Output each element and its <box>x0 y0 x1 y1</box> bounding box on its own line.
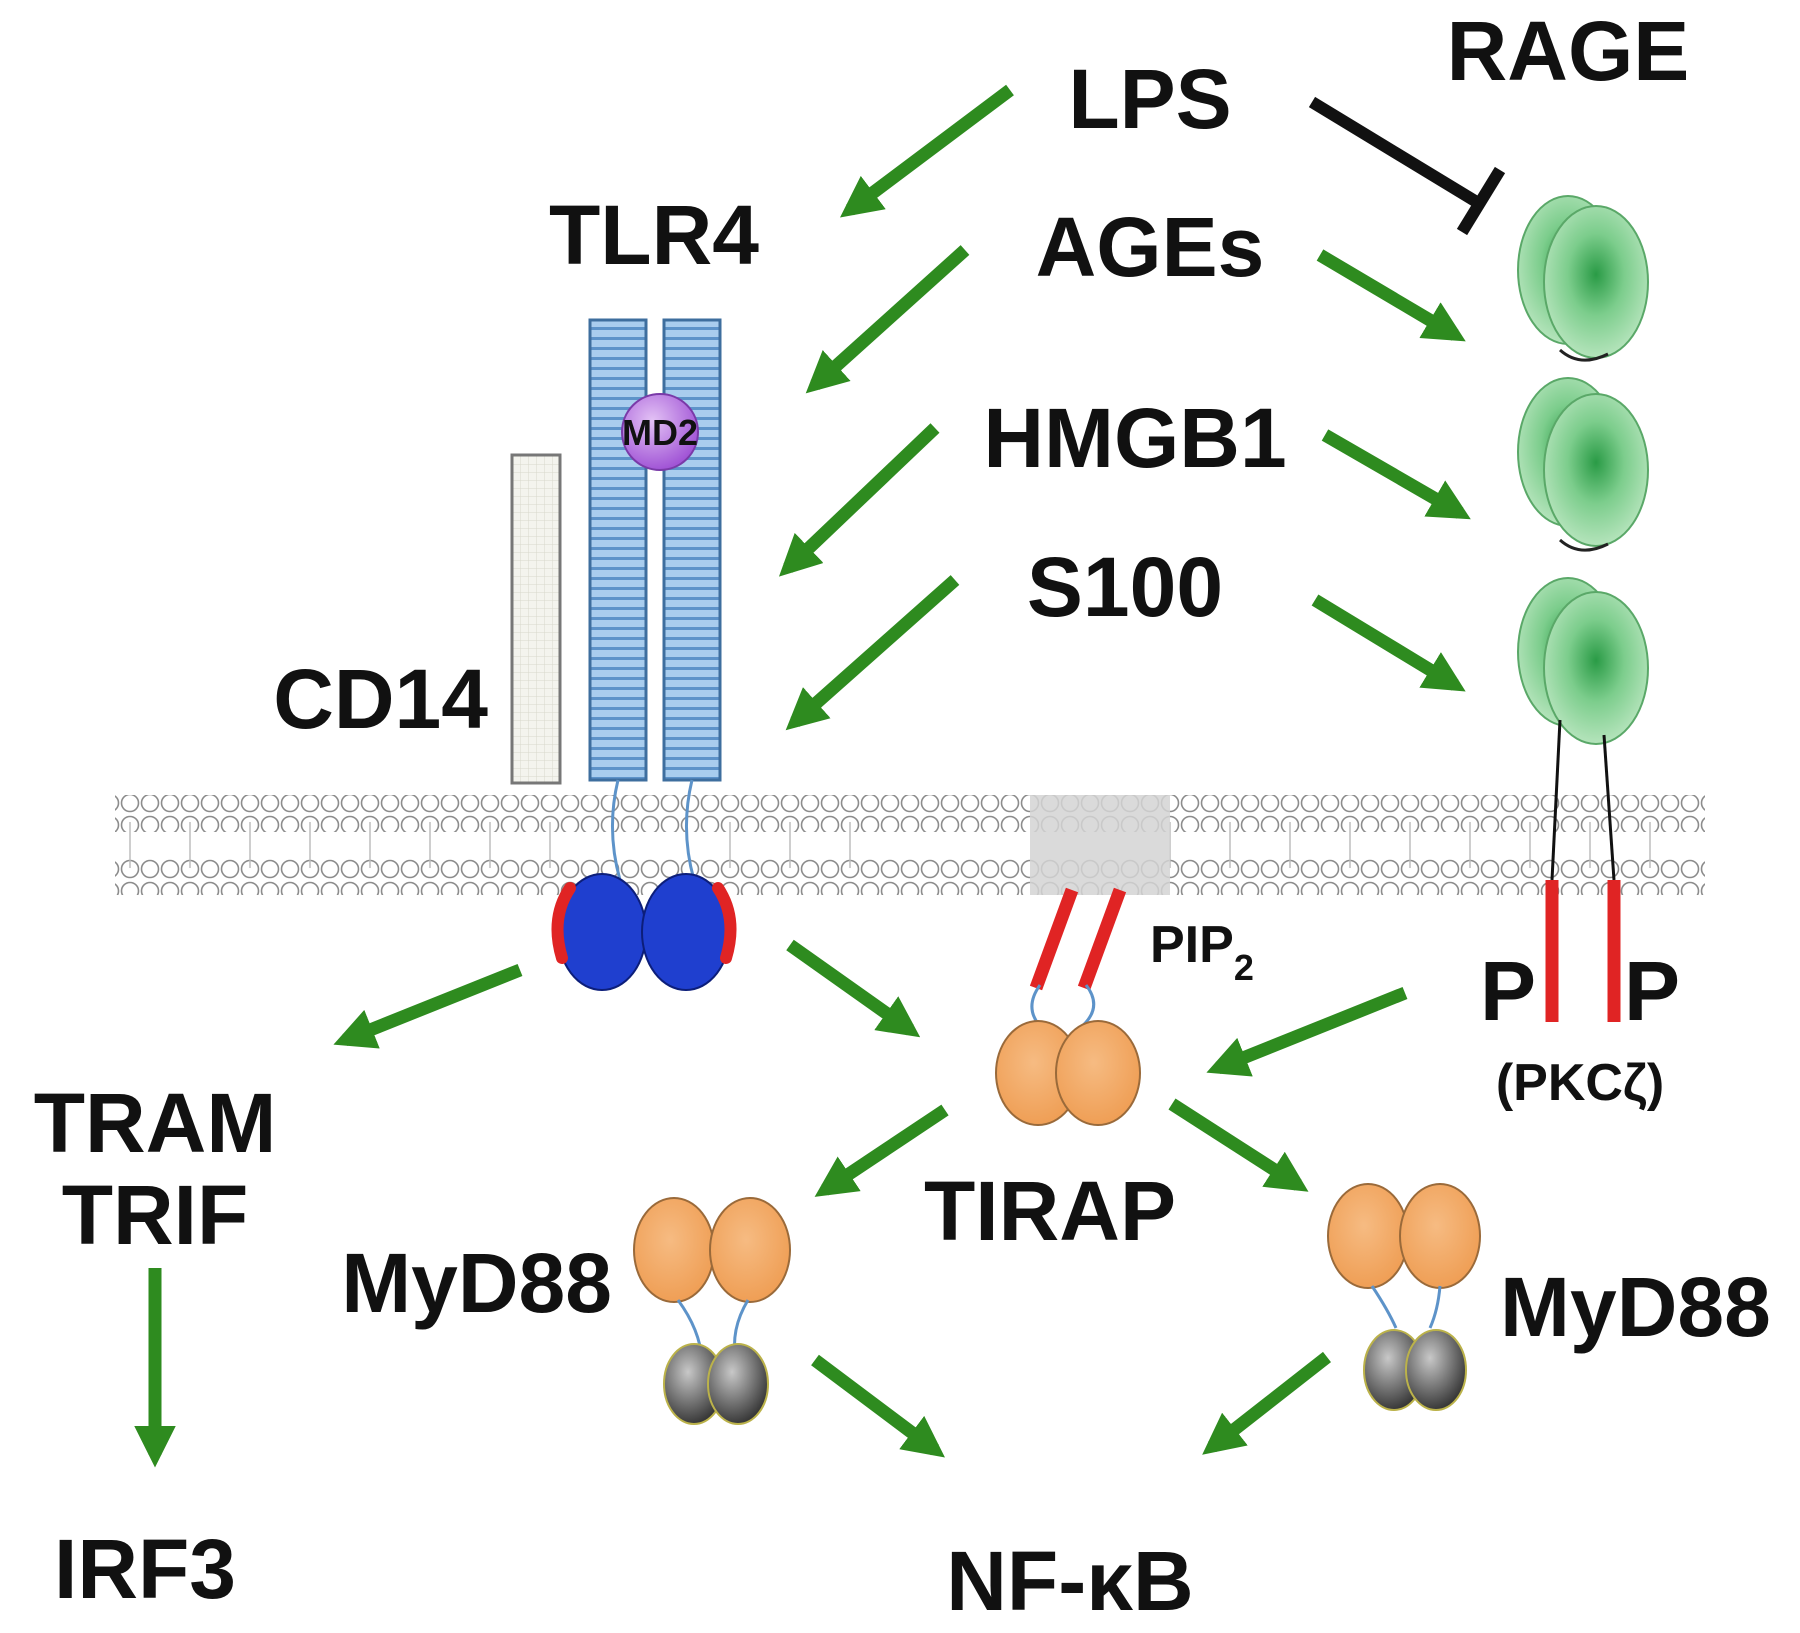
arrow-rage-to-tirap <box>1206 986 1408 1077</box>
md2-protein: MD2 <box>621 393 699 471</box>
pip2-membrane-patch <box>1030 795 1170 895</box>
tirap-protein <box>995 984 1141 1126</box>
arrow-hmgb1-to-tlr4 <box>778 423 940 577</box>
label-pip2-sub: 2 <box>1234 947 1254 988</box>
label-trif: TRIF <box>62 1168 249 1262</box>
label-cd14: CD14 <box>273 652 488 746</box>
cell-membrane <box>115 795 1705 895</box>
cd14-receptor <box>510 453 562 785</box>
myd88-right-complex <box>1327 1183 1481 1411</box>
arrow-tirap-to-myd88-left <box>814 1104 949 1197</box>
label-p-left: P <box>1480 944 1536 1038</box>
label-pkc: (PKCζ) <box>1496 1054 1664 1112</box>
arrow-tir-to-tirap <box>786 939 921 1038</box>
activation-arrows <box>134 84 1471 1468</box>
arrow-s100-to-tlr4 <box>785 575 960 731</box>
label-ages: AGEs <box>1036 200 1265 294</box>
label-lps: LPS <box>1068 52 1231 146</box>
rage-receptor <box>1517 195 1649 881</box>
tlr4-tir-domains <box>551 873 737 991</box>
arrow-hmgb1-to-rage <box>1321 429 1471 520</box>
arrow-ages-to-rage <box>1316 249 1466 342</box>
label-nfkb: NF-κB <box>946 1534 1193 1628</box>
arrow-tir-to-tram <box>333 963 523 1049</box>
label-pip2: PIP2 <box>1150 916 1254 988</box>
label-rage: RAGE <box>1447 4 1690 98</box>
label-pip2-base: PIP <box>1150 916 1234 974</box>
label-p-right: P <box>1624 944 1680 1038</box>
label-tram: TRAM <box>34 1076 277 1170</box>
arrow-ages-to-tlr4 <box>805 245 970 394</box>
label-tlr4: TLR4 <box>549 188 759 282</box>
label-s100: S100 <box>1027 540 1223 634</box>
label-hmgb1: HMGB1 <box>983 391 1286 485</box>
rage-phospho-stalks <box>1545 880 1621 1022</box>
label-myd88-left: MyD88 <box>341 1236 612 1330</box>
label-irf3: IRF3 <box>54 1522 236 1616</box>
arrow-myd88-left-to-nfkb <box>811 1354 945 1458</box>
arrow-myd88-right-to-nfkb <box>1202 1351 1332 1455</box>
pip2-bars <box>1029 887 1127 991</box>
arrow-s100-to-rage <box>1311 594 1466 692</box>
arrow-lps-to-tlr4 <box>840 84 1014 218</box>
md2-label: MD2 <box>622 412 698 453</box>
tlr4-receptor <box>588 318 722 881</box>
label-myd88-right: MyD88 <box>1500 1260 1771 1354</box>
arrow-tirap-to-myd88-right <box>1168 1098 1309 1192</box>
lps-rage-inhibition <box>1308 96 1506 236</box>
label-tirap: TIRAP <box>924 1164 1176 1258</box>
myd88-left-complex <box>633 1197 791 1425</box>
